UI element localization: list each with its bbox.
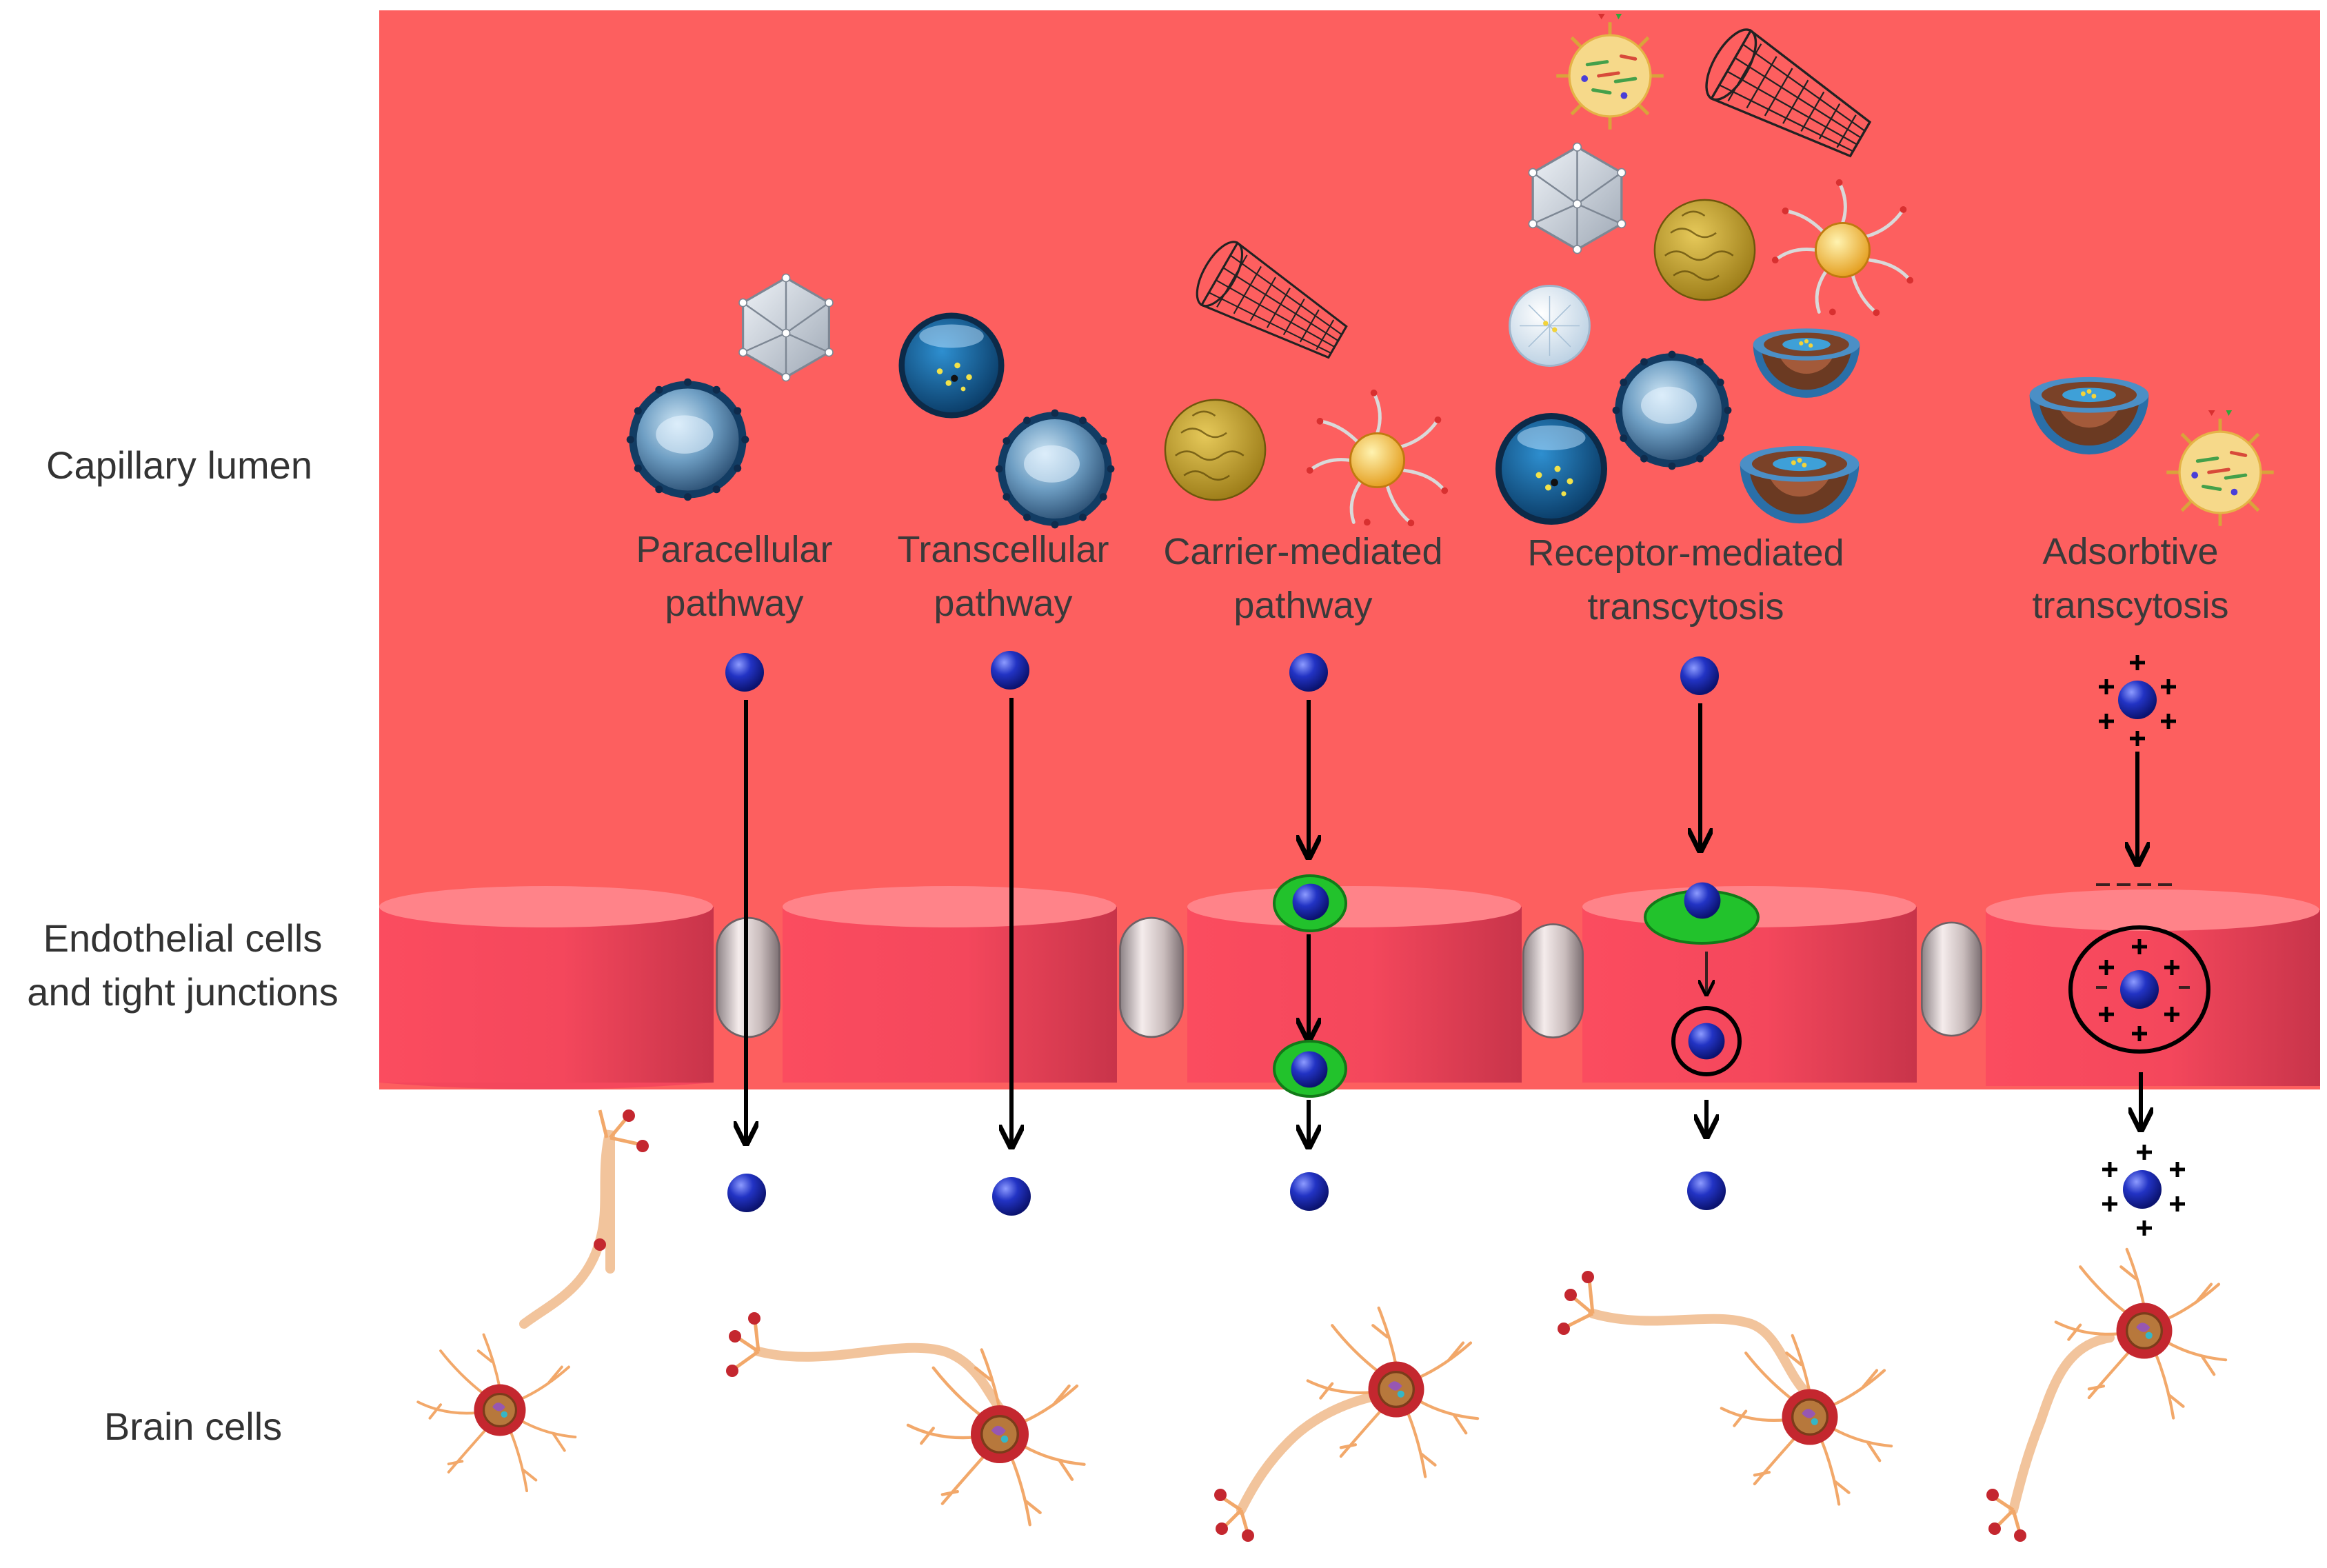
drug-molecule-icon (1687, 1172, 1726, 1210)
gold-nanoparticle-icon (1653, 199, 1756, 301)
endothelial-cell (1187, 886, 1522, 1083)
neuron (1558, 1271, 1891, 1505)
neuron-icon (416, 1333, 577, 1493)
positive-charge-icon (2099, 939, 2179, 1041)
neuron (1986, 1249, 2226, 1542)
positive-charge-icon (2099, 655, 2176, 746)
polymeric-nanoparticle-icon (898, 312, 1005, 419)
pathway-label-receptor-2: transcytosis (1587, 586, 1784, 627)
drug-molecule-icon (1289, 653, 1328, 692)
pathway-label-adsorptive-1: Adsorbtive (2042, 531, 2218, 572)
neuron (1214, 1308, 1478, 1542)
neuron-icon (908, 1350, 1085, 1525)
endocytic-vesicle-icon (1671, 1006, 1742, 1076)
neuron-icon (1308, 1308, 1478, 1477)
endothelial-cell (379, 886, 714, 1089)
paracellular-pathway-route (725, 653, 766, 1212)
polymeric-nanoparticle-icon (1495, 413, 1607, 525)
positive-charge-icon (2102, 1145, 2185, 1236)
drug-molecule-icon (991, 651, 1029, 690)
pathway-label-paracellular-1: Paracellular (636, 529, 832, 570)
endothelial-label-line2: and tight junctions (27, 970, 338, 1014)
drug-molecule-icon (727, 1174, 766, 1212)
light-nanoparticle-icon (1509, 285, 1591, 367)
endothelial-cells (379, 886, 2320, 1089)
pathway-label-carrier-1: Carrier-mediated (1163, 531, 1442, 572)
receptor-mediated-transcytosis-route (1644, 656, 1760, 1210)
drug-molecule-icon (1680, 656, 1719, 695)
drug-molecule-icon (992, 1177, 1031, 1216)
carrier-mediated-pathway-route (1273, 653, 1347, 1211)
pathway-label-carrier-2: pathway (1233, 585, 1372, 626)
pathway-labels: Paracellular pathway Transcellular pathw… (636, 529, 2228, 627)
drug-molecule-icon (1290, 1172, 1329, 1211)
pathway-label-transcellular-1: Transcellular (897, 529, 1109, 570)
neuron (726, 1312, 1085, 1525)
tight-junction-icon (1522, 923, 1584, 1039)
neuron (416, 1109, 649, 1493)
pathway-label-receptor-1: Receptor-mediated (1527, 532, 1844, 574)
drug-molecule-icon (2120, 970, 2159, 1009)
drug-molecule-icon (1291, 1051, 1328, 1088)
drug-molecule-icon (725, 653, 764, 692)
tight-junction-icon (1119, 916, 1184, 1038)
drug-molecule-icon (2118, 681, 2157, 719)
transcellular-pathway-route (991, 651, 1031, 1216)
neuron-icon (2056, 1249, 2226, 1418)
drug-molecule-icon (1292, 883, 1329, 921)
pathway-label-transcellular-2: pathway (934, 583, 1072, 624)
pathway-label-adsorptive-2: transcytosis (2032, 585, 2228, 626)
brain-cells (416, 1109, 2226, 1542)
pathway-label-paracellular-2: pathway (665, 583, 803, 624)
gold-nanoparticle-icon (1164, 399, 1267, 501)
capillary-lumen-label: Capillary lumen (46, 443, 312, 487)
endothelial-cell (783, 886, 1117, 1083)
brain-cells-label: Brain cells (104, 1405, 282, 1448)
drug-molecule-icon (2123, 1170, 2162, 1209)
neuron-icon (1722, 1336, 1891, 1505)
endothelial-label-line1: Endothelial cells (43, 916, 323, 960)
tight-junction-icon (1920, 921, 1983, 1037)
drug-molecule-icon (1684, 882, 1721, 919)
drug-molecule-icon (1688, 1023, 1725, 1060)
adsorptive-transcytosis-route (2068, 655, 2210, 1236)
adsorptive-vesicle-icon (2068, 925, 2210, 1054)
